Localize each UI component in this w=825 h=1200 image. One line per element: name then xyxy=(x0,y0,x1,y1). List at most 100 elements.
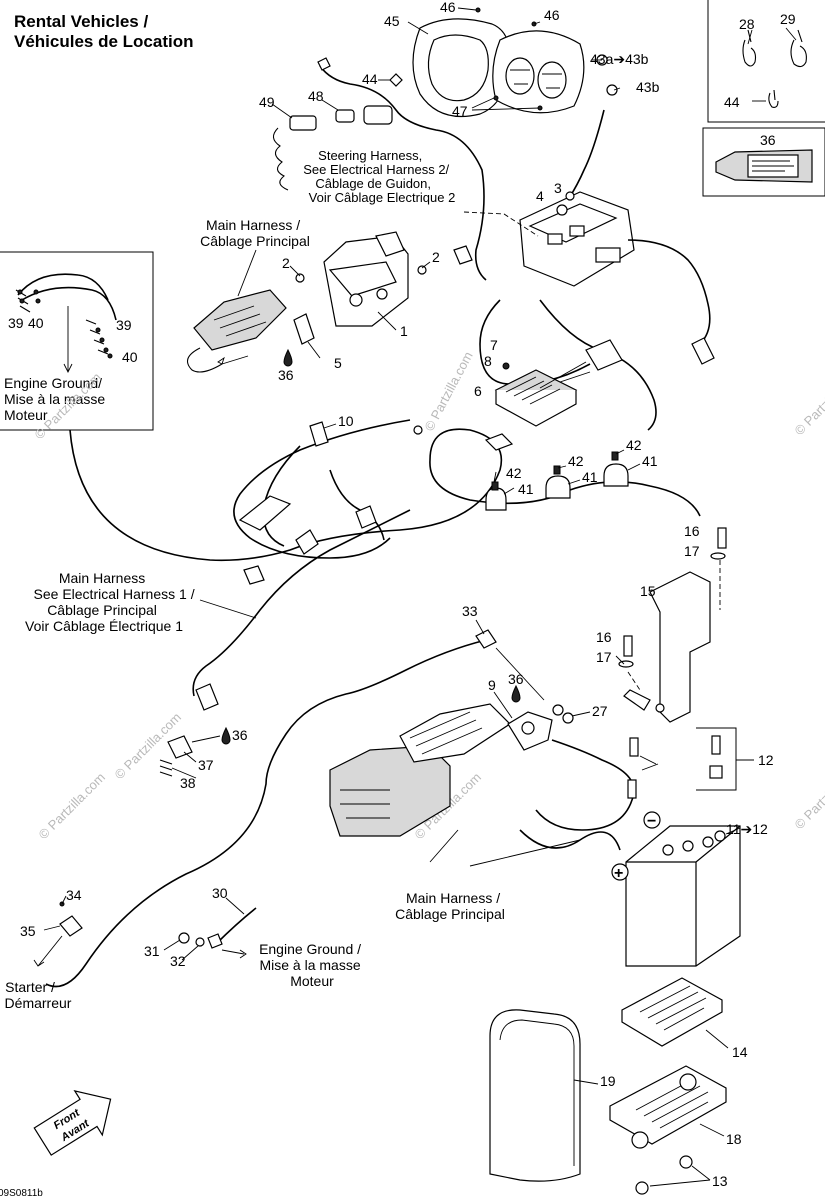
callout-36-b: 36 xyxy=(278,367,294,383)
callout-42-a: 42 xyxy=(506,465,522,481)
key-switch-49 xyxy=(272,115,317,191)
bracket-15 xyxy=(623,571,711,723)
callout-34: 34 xyxy=(66,887,82,903)
clip-44-icon xyxy=(389,73,403,87)
callout-10: 10 xyxy=(338,413,354,429)
watermark-right: © Partzilla.com xyxy=(792,366,825,439)
caption-main-harness-see: Main Harness See Electrical Harness 1 / … xyxy=(25,570,198,634)
callout-15: 15 xyxy=(640,583,656,599)
relay-block-6 xyxy=(494,369,578,427)
connector-mid xyxy=(355,505,377,529)
fuse-box-1 xyxy=(323,231,409,327)
clamp-set-right xyxy=(603,451,629,487)
callout-2-a: 2 xyxy=(282,255,290,271)
battery-minus-icon xyxy=(643,811,661,829)
caption-engine-ground-top: Engine Ground/ Mise à la masse Moteur xyxy=(4,375,109,423)
nut-27b-icon xyxy=(562,712,574,724)
battery-cover-19 xyxy=(489,1009,581,1182)
key-switch-48 xyxy=(335,105,393,125)
connector-near-relay xyxy=(453,245,473,265)
callout-49: 49 xyxy=(259,94,275,110)
nut-13b-icon xyxy=(679,1155,693,1169)
callout-36-d: 36 xyxy=(232,727,248,743)
title-line-1: Rental Vehicles / xyxy=(14,12,149,31)
nut-27a-icon xyxy=(552,704,564,716)
callout-16-a: 16 xyxy=(684,523,700,539)
callout-32: 32 xyxy=(170,953,186,969)
dashed-guide-top xyxy=(463,211,539,237)
connector-10 xyxy=(309,421,329,447)
callout-41-b: 41 xyxy=(582,469,598,485)
callout-47: 47 xyxy=(452,103,468,119)
callout-39-inset-a: 39 xyxy=(8,315,24,331)
callout-1: 1 xyxy=(400,323,408,339)
callout-13: 13 xyxy=(712,1173,728,1189)
solenoid-9 xyxy=(507,711,553,751)
callout-40-inset-b: 40 xyxy=(122,349,138,365)
harness-branch-b xyxy=(329,469,385,541)
callout-44: 44 xyxy=(362,71,378,87)
caption-main-harness-top: Main Harness / Câblage Principal xyxy=(200,217,310,249)
callout-33: 33 xyxy=(462,603,478,619)
connector-690 xyxy=(195,683,219,711)
nut-13a-icon xyxy=(635,1181,649,1195)
clamp-set-left xyxy=(485,481,507,511)
callout-40-inset-a: 40 xyxy=(28,315,44,331)
main-harness-right-loop xyxy=(627,239,711,345)
callout-5: 5 xyxy=(334,355,342,371)
clip-5 xyxy=(293,313,315,345)
callout-41-a: 41 xyxy=(518,481,534,497)
battery-11 xyxy=(625,825,741,967)
caption-engine-ground-bottom: Engine Ground / Mise à la masse Moteur xyxy=(259,941,365,989)
callout-42-c: 42 xyxy=(626,437,642,453)
watermark-center: © Partzilla.com xyxy=(421,349,475,433)
terminals-38 xyxy=(159,759,173,777)
callout-42-b: 42 xyxy=(568,453,584,469)
callout-16-b: 16 xyxy=(596,629,612,645)
callout-2-b: 2 xyxy=(432,249,440,265)
screw-2b-icon xyxy=(417,265,427,275)
bolt-16-mid-icon xyxy=(623,635,633,657)
left-pigtail xyxy=(186,347,223,373)
battery-plus-icon xyxy=(611,863,629,881)
screw-31-icon xyxy=(178,932,190,944)
right-terminal xyxy=(691,337,715,365)
washer-32-icon xyxy=(195,937,205,947)
washer-17-mid-icon xyxy=(618,660,634,668)
caption-main-harness-bottom: Main Harness / Câblage Principal xyxy=(395,890,505,922)
connector-right-mid xyxy=(484,433,514,451)
battery-minus-sign: − xyxy=(647,813,656,830)
callout-4: 4 xyxy=(536,188,544,204)
front-arrow-icon: Front Avant xyxy=(33,1089,112,1156)
terminal-33 xyxy=(475,629,497,649)
connector-8 xyxy=(585,339,623,371)
callout-31: 31 xyxy=(144,943,160,959)
harness-branch-a xyxy=(262,445,301,547)
callout-48: 48 xyxy=(308,88,324,104)
terminal-hardware-12 xyxy=(627,727,754,799)
relay-box-main xyxy=(519,191,635,287)
title-line-2: Véhicules de Location xyxy=(14,32,194,51)
starter-solenoid-area xyxy=(329,703,511,837)
callout-29: 29 xyxy=(780,11,796,27)
watermark-lower-right: © Partzilla.com xyxy=(792,760,825,833)
callout-7: 7 xyxy=(490,337,498,353)
inset-grease-box xyxy=(702,127,825,197)
gauge-bezel xyxy=(412,18,511,118)
callout-30: 30 xyxy=(212,885,228,901)
callout-19: 19 xyxy=(600,1073,616,1089)
battery-plus-sign: + xyxy=(614,865,623,882)
steering-harness-wire xyxy=(319,65,487,281)
watermark-lower-left: © Partzilla.com xyxy=(36,770,109,843)
battery-holder-18 xyxy=(609,1065,727,1149)
inset-clamps-box xyxy=(707,0,825,123)
washer-17-top-icon xyxy=(710,552,726,560)
washer-4-icon xyxy=(556,204,568,216)
screw-46-icon xyxy=(475,7,481,13)
callout-11: 11➔12 xyxy=(726,821,768,837)
grease-drop-36-lower-icon xyxy=(511,684,521,703)
callout-37: 37 xyxy=(198,757,214,773)
callout-43b: 43b xyxy=(636,79,660,95)
connector-small xyxy=(317,57,331,71)
callout-41-c: 41 xyxy=(642,453,658,469)
